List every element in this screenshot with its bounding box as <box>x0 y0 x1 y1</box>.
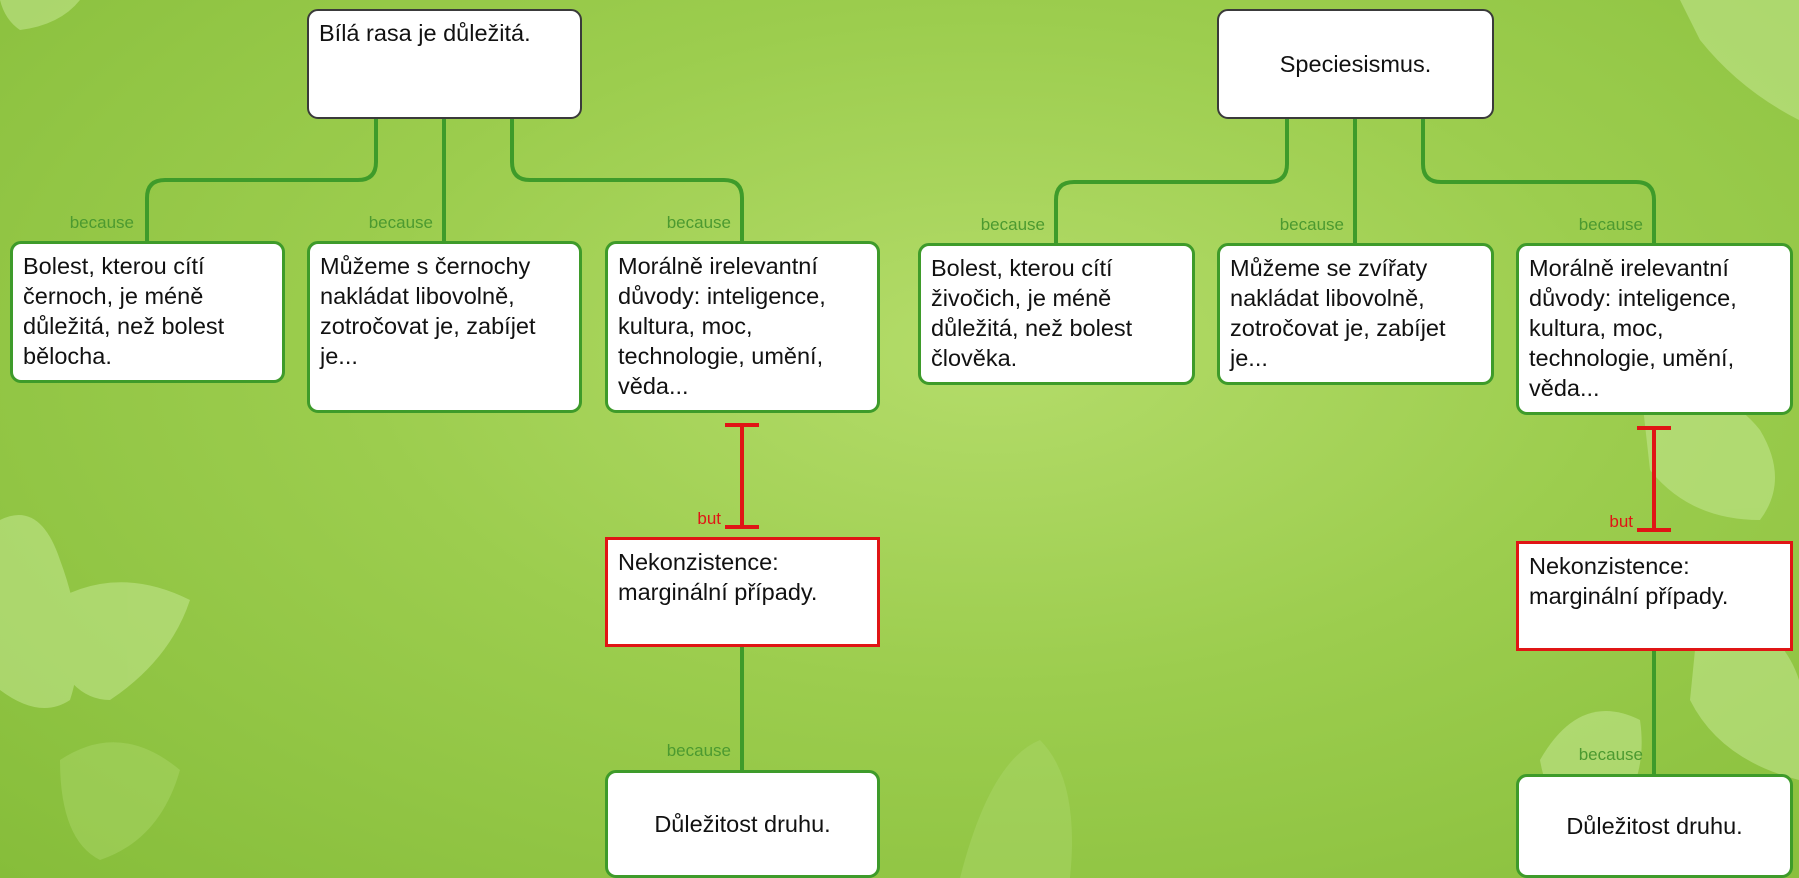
but-label: but <box>697 509 721 528</box>
right-reply-node: Důležitost druhu. <box>1516 774 1793 878</box>
because-label: because <box>69 213 134 232</box>
left-premise-pain-text: Bolest, kterou cítí černoch, je méně důl… <box>23 253 225 369</box>
left-claim-node: Bílá rasa je důležitá. <box>307 9 582 119</box>
left-objection-node: Nekonzistence: marginální případy. <box>605 537 880 647</box>
because-label: because <box>666 213 731 232</box>
right-objection-text: Nekonzistence: marginální případy. <box>1529 553 1729 609</box>
right-premise-irrelevant-reasons-text: Morálně irelevantní důvody: inteligence,… <box>1529 255 1737 401</box>
left-premise-irrelevant-reasons-text: Morálně irelevantní důvody: inteligence,… <box>618 253 826 399</box>
left-reply-text: Důležitost druhu. <box>654 811 831 837</box>
because-label: because <box>368 213 433 232</box>
left-premise-pain: Bolest, kterou cítí černoch, je méně důl… <box>10 241 285 383</box>
right-objection-node: Nekonzistence: marginální případy. <box>1516 541 1793 651</box>
because-label: because <box>1578 215 1643 234</box>
left-premise-treatment-text: Můžeme s černochy nakládat libovolně, zo… <box>320 253 536 369</box>
left-objection-text: Nekonzistence: marginální případy. <box>618 549 818 605</box>
support-link <box>510 119 744 241</box>
left-premise-treatment: Můžeme s černochy nakládat libovolně, zo… <box>307 241 582 413</box>
right-reply-text: Důležitost druhu. <box>1566 813 1743 839</box>
because-label: because <box>666 741 731 760</box>
because-label: because <box>1578 745 1643 764</box>
because-label: because <box>1279 215 1344 234</box>
support-link <box>1421 119 1656 243</box>
right-premise-treatment-text: Můžeme se zvířaty nakládat libovolně, zo… <box>1230 255 1446 371</box>
right-premise-irrelevant-reasons: Morálně irelevantní důvody: inteligence,… <box>1516 243 1793 415</box>
right-claim-text: Speciesismus. <box>1279 51 1432 77</box>
right-premise-pain: Bolest, kterou cítí živočich, je méně dů… <box>918 243 1195 385</box>
support-link <box>1054 119 1289 243</box>
right-premise-pain-text: Bolest, kterou cítí živočich, je méně dů… <box>931 255 1133 371</box>
but-label: but <box>1609 512 1633 531</box>
right-premise-treatment: Můžeme se zvířaty nakládat libovolně, zo… <box>1217 243 1494 385</box>
left-claim-text: Bílá rasa je důležitá. <box>319 20 531 46</box>
left-premise-irrelevant-reasons: Morálně irelevantní důvody: inteligence,… <box>605 241 880 413</box>
left-reply-node: Důležitost druhu. <box>605 770 880 878</box>
support-link <box>145 119 378 241</box>
right-claim-node: Speciesismus. <box>1217 9 1494 119</box>
because-label: because <box>980 215 1045 234</box>
